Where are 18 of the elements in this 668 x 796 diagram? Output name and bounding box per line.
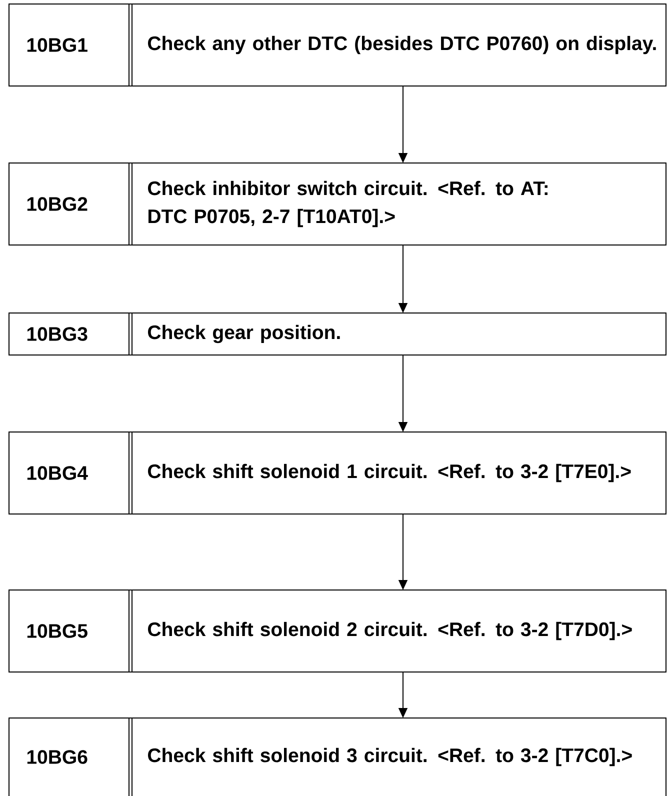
process-box — [8, 4, 666, 86]
step-description: Check shift solenoid 1 circuit. <Ref. to 3-2 [T7E0].> — [148, 464, 631, 482]
process-box — [8, 162, 666, 246]
step-description: Check gear position. — [148, 324, 340, 344]
step-number: 10BG4 — [27, 466, 88, 480]
process-box — [8, 312, 666, 356]
step-number: 10BG2 — [27, 197, 88, 211]
step-description: Check any other DTC (besides DTC P0760) on display. — [148, 36, 656, 54]
step-number: 10BG3 — [27, 327, 88, 341]
step-description: Check inhibitor switch circuit. <Ref. to AT: DTC P0705, 2-7 [T10AT0].> — [148, 180, 548, 228]
process-box — [8, 718, 666, 796]
step-description: Check shift solenoid 2 circuit. <Ref. to 3-2 [T7D0].> — [148, 622, 632, 640]
process-box — [8, 432, 666, 514]
step-number: 10BG5 — [27, 624, 88, 638]
process-box — [8, 590, 666, 672]
step-number: 10BG1 — [27, 38, 88, 52]
step-description: Check shift solenoid 3 circuit. <Ref. to 3-2 [T7C0].> — [148, 748, 632, 766]
step-number: 10BG6 — [27, 750, 88, 764]
